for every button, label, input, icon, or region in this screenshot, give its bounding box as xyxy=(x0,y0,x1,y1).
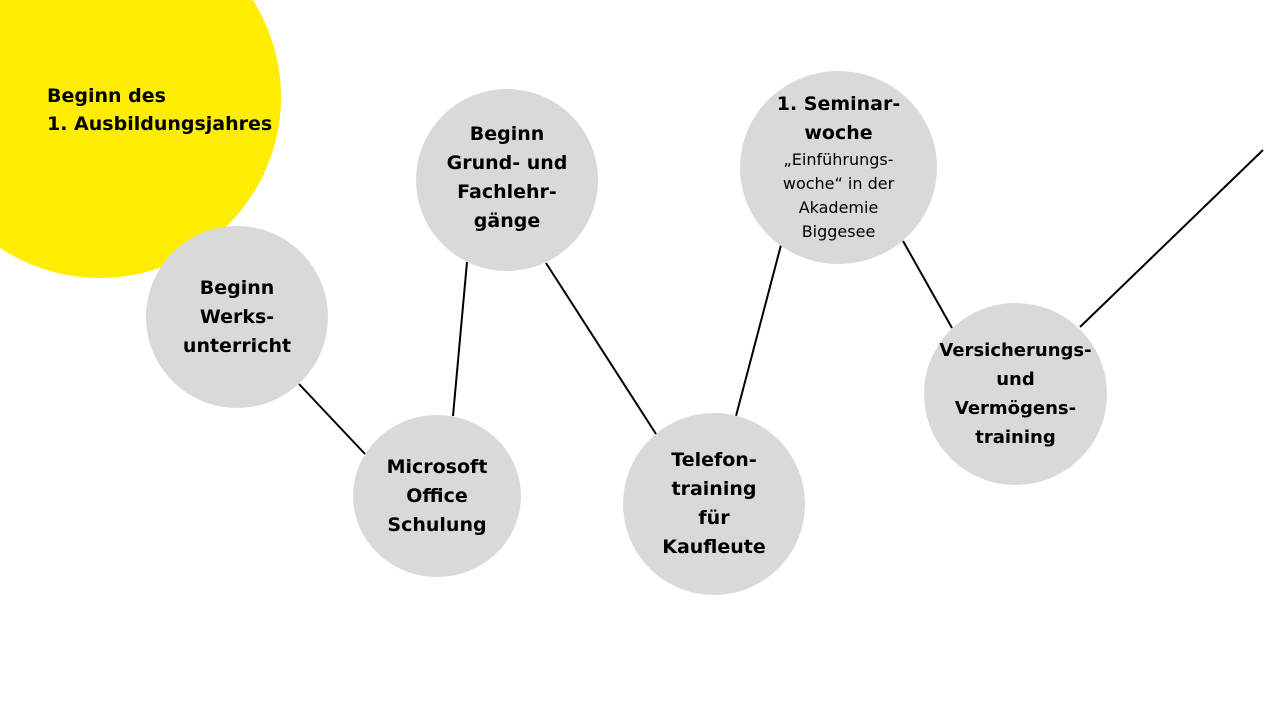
node-office-schulung: Microsoft Office Schulung xyxy=(353,415,521,577)
node-label-line: unterricht xyxy=(182,334,292,357)
connector-werks-office xyxy=(298,383,366,455)
connector-telefon-seminar xyxy=(735,244,782,417)
node-label-line: woche xyxy=(804,121,873,144)
start-label-line-2: 1. Ausbildungsjahres xyxy=(47,113,273,135)
node-sublabel-line: Biggesee xyxy=(801,221,876,241)
node-label-line: training xyxy=(975,427,1056,448)
node-label-line: Grund- und xyxy=(446,152,568,174)
node-label-line: Microsoft xyxy=(386,455,488,478)
connector-seminar-versicherung xyxy=(902,240,953,329)
start-label-line-1: Beginn des xyxy=(47,85,166,107)
start-label: Beginn des 1. Ausbildungsjahres xyxy=(47,82,277,138)
node-label-line: Schulung xyxy=(387,513,487,536)
node-label-line: 1. Seminar- xyxy=(776,92,901,115)
node-label-line: Fachlehr- xyxy=(457,181,557,203)
node-grund-fachlehrgaenge: Beginn Grund- und Fachlehr- gänge xyxy=(416,89,598,271)
connector-versicherung-continuation xyxy=(1079,149,1264,328)
node-versicherungstraining: Versicherungs- und Vermögens- training xyxy=(924,303,1107,485)
node-label-line: training xyxy=(671,478,757,500)
node-label-line: für xyxy=(698,507,730,529)
node-sublabel-line: Akademie xyxy=(798,197,879,217)
node-label-line: Kaufleute xyxy=(662,536,766,558)
node-label-line: Werks- xyxy=(199,305,275,328)
node-label-line: Office xyxy=(406,484,468,507)
node-label-line: Vermögens- xyxy=(954,398,1077,419)
node-werksunterricht: Beginn Werks- unterricht xyxy=(146,226,328,408)
node-label-line: Beginn xyxy=(469,123,545,145)
node-label-line: Beginn xyxy=(199,276,275,299)
node-label-line: gänge xyxy=(473,210,541,232)
node-seminarwoche: 1. Seminar- woche „Einführungs- woche“ i… xyxy=(740,71,937,264)
node-telefontraining: Telefon- training für Kaufleute xyxy=(623,413,805,595)
node-label-line: Versicherungs- xyxy=(939,340,1092,361)
connector-grund-telefon xyxy=(545,262,657,435)
node-sublabel-line: „Einführungs- xyxy=(783,149,894,169)
node-label-line: und xyxy=(996,369,1035,390)
connector-office-grund xyxy=(452,261,468,417)
node-label-line: Telefon- xyxy=(671,449,757,471)
node-sublabel-line: woche“ in der xyxy=(782,173,895,193)
